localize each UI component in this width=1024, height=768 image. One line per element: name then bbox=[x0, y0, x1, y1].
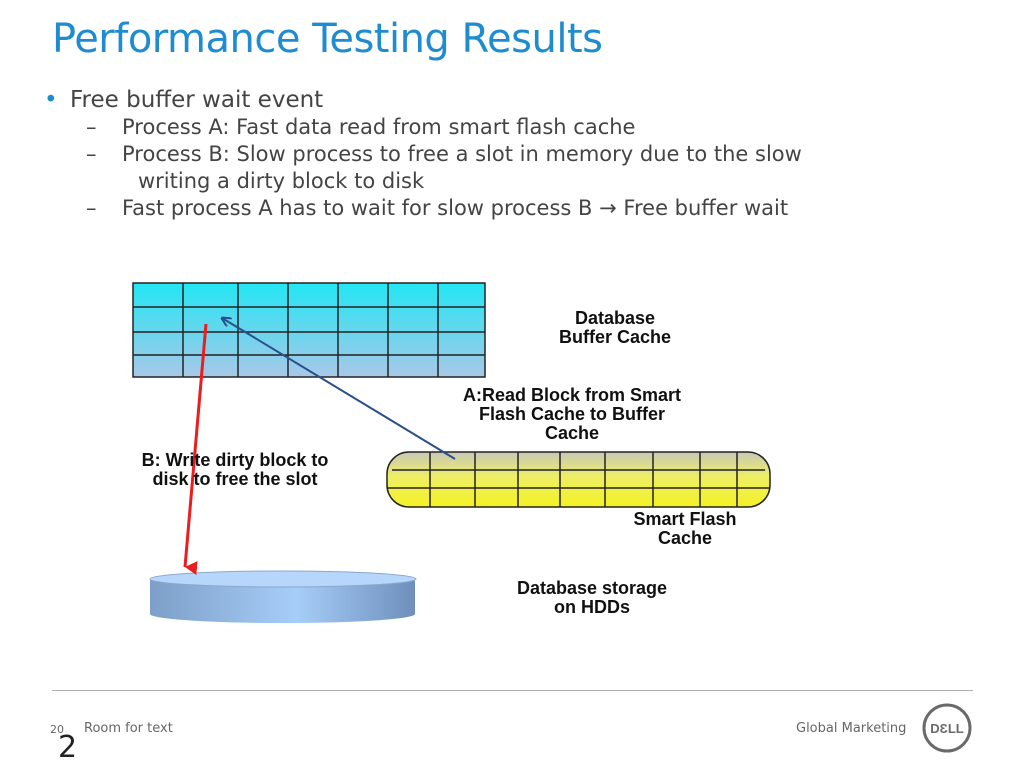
read-block-label: A:Read Block from Smart Flash Cache to B… bbox=[462, 385, 682, 443]
sub-bullet-2-text: Process B: Slow process to free a slot i… bbox=[122, 142, 802, 166]
sub-bullet-2-continuation: writing a dirty block to disk bbox=[138, 169, 425, 193]
footer-divider bbox=[52, 690, 973, 691]
write-dirty-label: B: Write dirty block to disk to free the… bbox=[141, 450, 329, 489]
footer-brand-text: Global Marketing bbox=[796, 721, 907, 736]
hdd-storage-cylinder bbox=[149, 570, 417, 624]
sub-bullet-3-text: Fast process A has to wait for slow proc… bbox=[122, 196, 593, 220]
sub-bullet-3-result: Free buffer wait bbox=[623, 196, 789, 220]
dash-icon: – bbox=[86, 142, 97, 166]
flash-cache-grid bbox=[386, 451, 771, 508]
footer-room-text: Room for text bbox=[84, 721, 173, 736]
dell-logo-text: DƐLL bbox=[930, 721, 963, 736]
sub-bullet-2: – Process B: Slow process to free a slot… bbox=[44, 141, 944, 195]
sub-bullet-1: – Process A: Fast data read from smart f… bbox=[44, 114, 944, 141]
bullet-main: • Free buffer wait event bbox=[44, 86, 944, 114]
dash-icon: – bbox=[86, 115, 97, 139]
dash-icon: – bbox=[86, 196, 97, 220]
page-number: 20 bbox=[50, 723, 64, 736]
bullet-dot-icon: • bbox=[44, 87, 58, 113]
dell-logo-icon: DƐLL bbox=[922, 703, 972, 753]
storage-label: Database storage on HDDs bbox=[516, 578, 668, 617]
bullet-main-text: Free buffer wait event bbox=[70, 87, 324, 113]
buffer-cache-label: Database Buffer Cache bbox=[558, 308, 672, 347]
sub-bullet-3: – Fast process A has to wait for slow pr… bbox=[44, 195, 944, 222]
write-arrow bbox=[183, 323, 208, 576]
right-arrow-icon: → bbox=[599, 196, 617, 220]
page-title: Performance Testing Results bbox=[52, 16, 603, 62]
flash-cache-label: Smart Flash Cache bbox=[633, 509, 737, 548]
slide-large-number: 2 bbox=[58, 730, 78, 765]
bullet-list: • Free buffer wait event – Process A: Fa… bbox=[44, 86, 944, 222]
buffer-cache-grid bbox=[132, 282, 486, 378]
sub-bullet-1-text: Process A: Fast data read from smart fla… bbox=[122, 115, 636, 139]
read-arrow bbox=[222, 318, 456, 460]
